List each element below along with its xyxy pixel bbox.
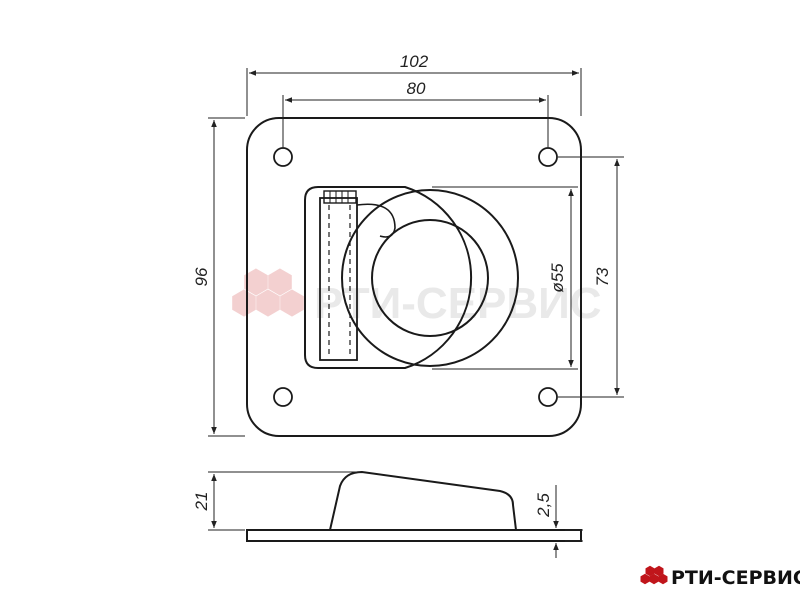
ring-latch (356, 203, 396, 238)
dimension-overall-width: 102 (400, 52, 429, 71)
dimension-overall-height: 96 (192, 267, 211, 286)
mounting-hole (273, 387, 293, 407)
dimension-side-height: 21 (192, 492, 211, 512)
ring-inner (371, 219, 489, 337)
plate-outline (246, 117, 582, 437)
hinge-spring (323, 190, 357, 204)
watermark: РТИ-СЕРВИС (232, 268, 602, 328)
brand-name: РТИ-СЕРВИС (671, 567, 800, 589)
dimension-plate-thickness: 2,5 (534, 493, 553, 518)
dimension-hole-spacing-width: 80 (407, 79, 426, 98)
ring-outer (341, 189, 519, 367)
dimensions-side-view (208, 471, 583, 558)
watermark-text: РТИ-СЕРВИС (314, 279, 602, 328)
dimension-ring-diameter: ø55 (548, 263, 567, 293)
mounting-hole (538, 147, 558, 167)
brand-logo-icon (640, 565, 668, 585)
brand: РТИ-СЕРВИС (640, 565, 800, 589)
side-view (246, 470, 582, 542)
mounting-hole (538, 387, 558, 407)
watermark-logo-icon (232, 268, 304, 317)
side-housing (329, 470, 517, 531)
plate-top-view (246, 117, 582, 437)
side-plate (246, 529, 582, 542)
dimension-hole-spacing-height: 73 (593, 267, 612, 286)
dimensions-top-view (208, 68, 624, 437)
recess-outline (304, 186, 473, 369)
hinge-bar (319, 197, 358, 361)
mounting-hole (273, 147, 293, 167)
